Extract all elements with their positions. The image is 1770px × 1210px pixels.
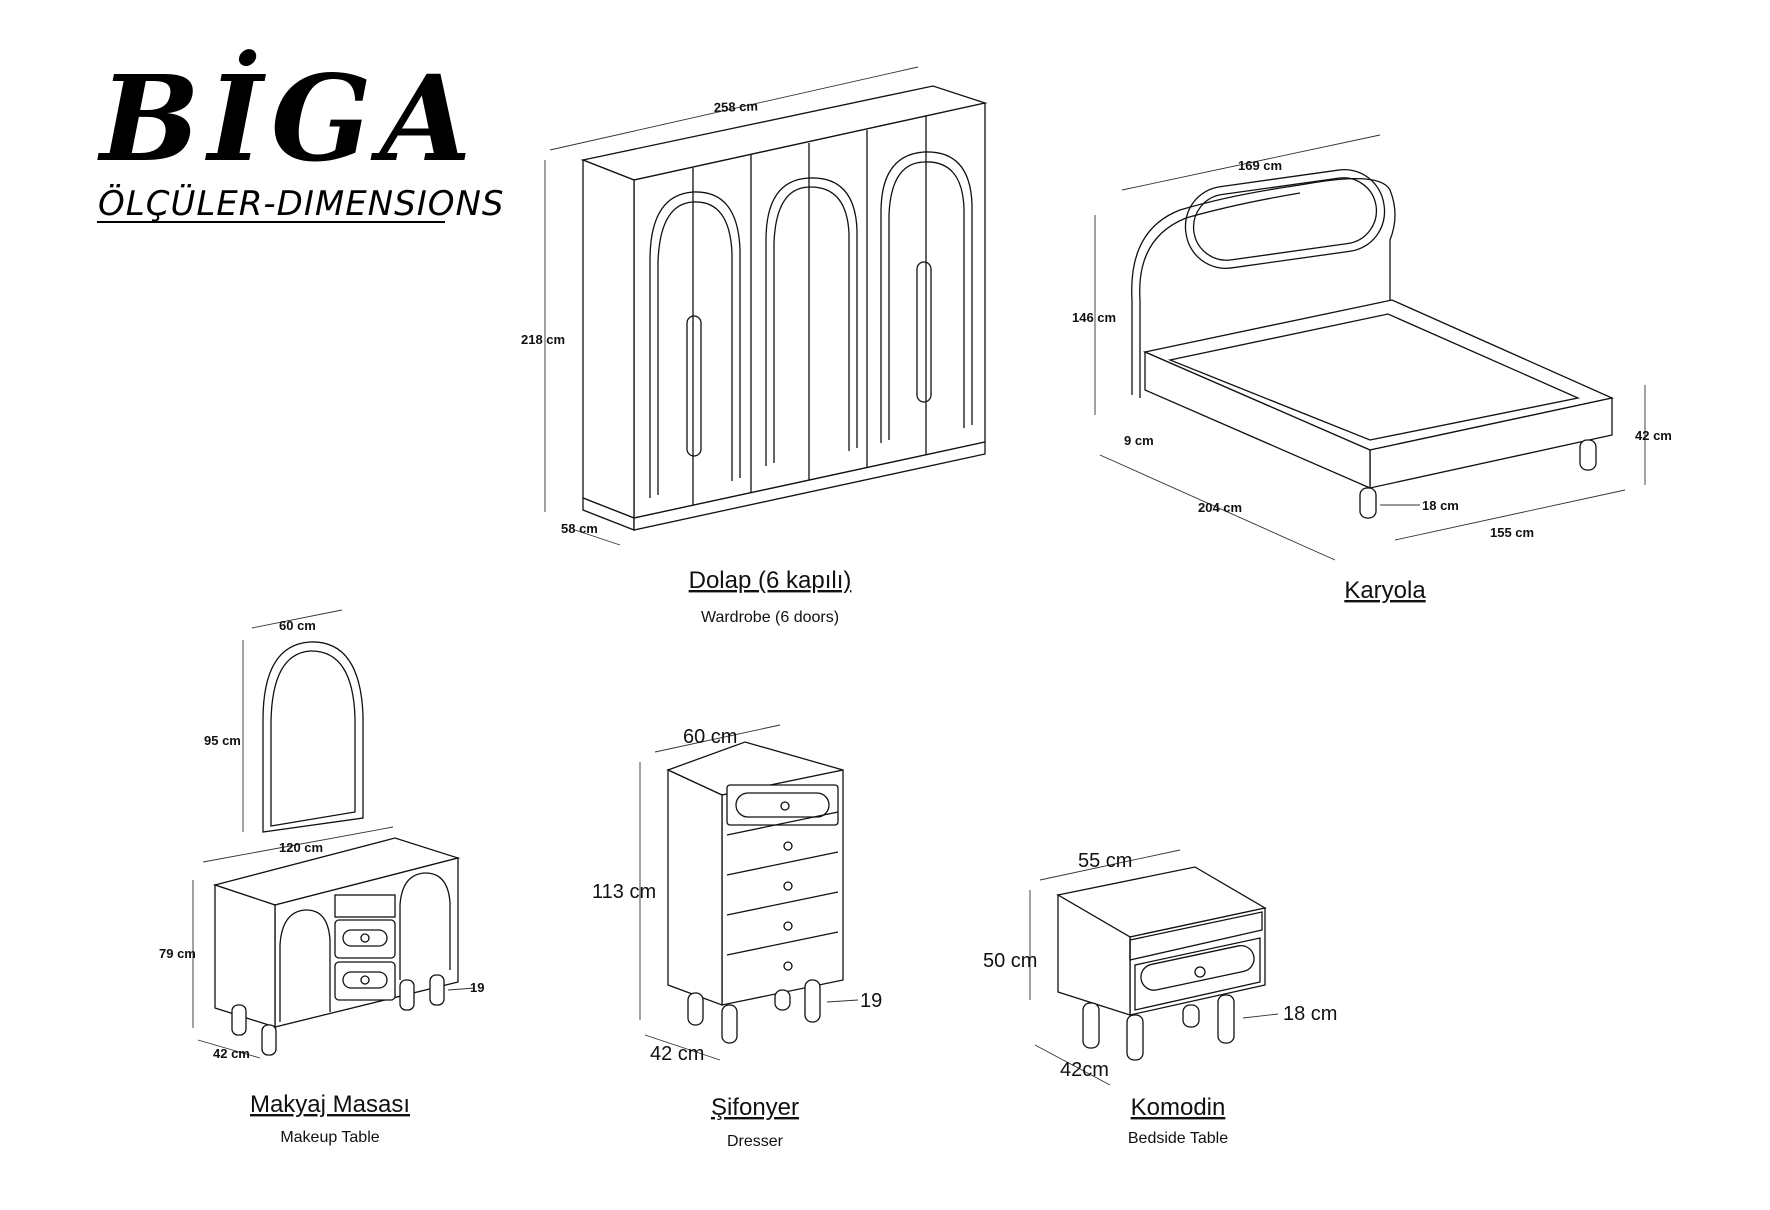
wardrobe-title: Dolap (6 kapılı)	[689, 567, 852, 594]
bed-frame-height-label: 42 cm	[1635, 428, 1672, 443]
makeup-title: Makyaj Masası	[250, 1091, 410, 1118]
nightstand-height-label: 50 cm	[983, 950, 1037, 972]
nightstand-leg-label: 18 cm	[1283, 1003, 1337, 1025]
makeup-height-label: 79 cm	[159, 946, 196, 961]
bed-head-width-label: 169 cm	[1238, 158, 1282, 173]
dresser-leg-label: 19	[860, 990, 882, 1012]
nightstand-depth-label: 42cm	[1060, 1059, 1109, 1081]
makeup-leg-label: 19	[470, 980, 484, 995]
bed-leg-label: 18 cm	[1422, 498, 1459, 513]
nightstand-title: Komodin	[1131, 1094, 1226, 1121]
nightstand-width-label: 55 cm	[1078, 850, 1132, 872]
mirror-height-label: 95 cm	[204, 733, 241, 748]
wardrobe-height-label: 218 cm	[521, 332, 565, 347]
wardrobe-subtitle: Wardrobe (6 doors)	[701, 609, 839, 626]
dresser-height-label: 113 cm	[592, 881, 656, 903]
bed-height-label: 146 cm	[1072, 310, 1116, 325]
dresser-drawing: 60 cm 113 cm 42 cm 19	[592, 724, 882, 1065]
makeup-depth-label: 42 cm	[213, 1046, 250, 1061]
brand-name: BİGA	[97, 49, 479, 188]
wardrobe-depth-label: 58 cm	[561, 521, 598, 536]
bed-head-thickness-label: 9 cm	[1124, 433, 1154, 448]
brand-subtitle: ÖLÇÜLER-DIMENSIONS	[98, 183, 505, 224]
wardrobe-drawing: 258 cm 218 cm 58 cm	[521, 66, 988, 546]
brand-logo: BİGA ÖLÇÜLER-DIMENSIONS	[97, 49, 505, 224]
makeup-table-drawing: 60 cm 95 cm 120 cm 79 cm 42 cm 19	[159, 609, 484, 1061]
nightstand-subtitle: Bedside Table	[1128, 1130, 1228, 1147]
dresser-depth-label: 42 cm	[650, 1043, 704, 1065]
mirror-width-label: 60 cm	[279, 618, 316, 633]
dresser-width-label: 60 cm	[683, 726, 737, 748]
wardrobe-width-label: 258 cm	[714, 98, 759, 115]
dresser-title: Şifonyer	[711, 1094, 799, 1121]
bed-title: Karyola	[1344, 577, 1426, 604]
nightstand-drawing: 55 cm 50 cm 42cm 18 cm	[983, 849, 1337, 1086]
bed-length-label: 204 cm	[1198, 500, 1242, 515]
makeup-width-label: 120 cm	[279, 840, 323, 855]
dresser-subtitle: Dresser	[727, 1133, 784, 1150]
bed-width-label: 155 cm	[1490, 525, 1534, 540]
makeup-subtitle: Makeup Table	[280, 1129, 379, 1146]
bed-drawing: 169 cm 146 cm 9 cm 204 cm 18 cm 155 cm 4…	[1072, 134, 1672, 561]
